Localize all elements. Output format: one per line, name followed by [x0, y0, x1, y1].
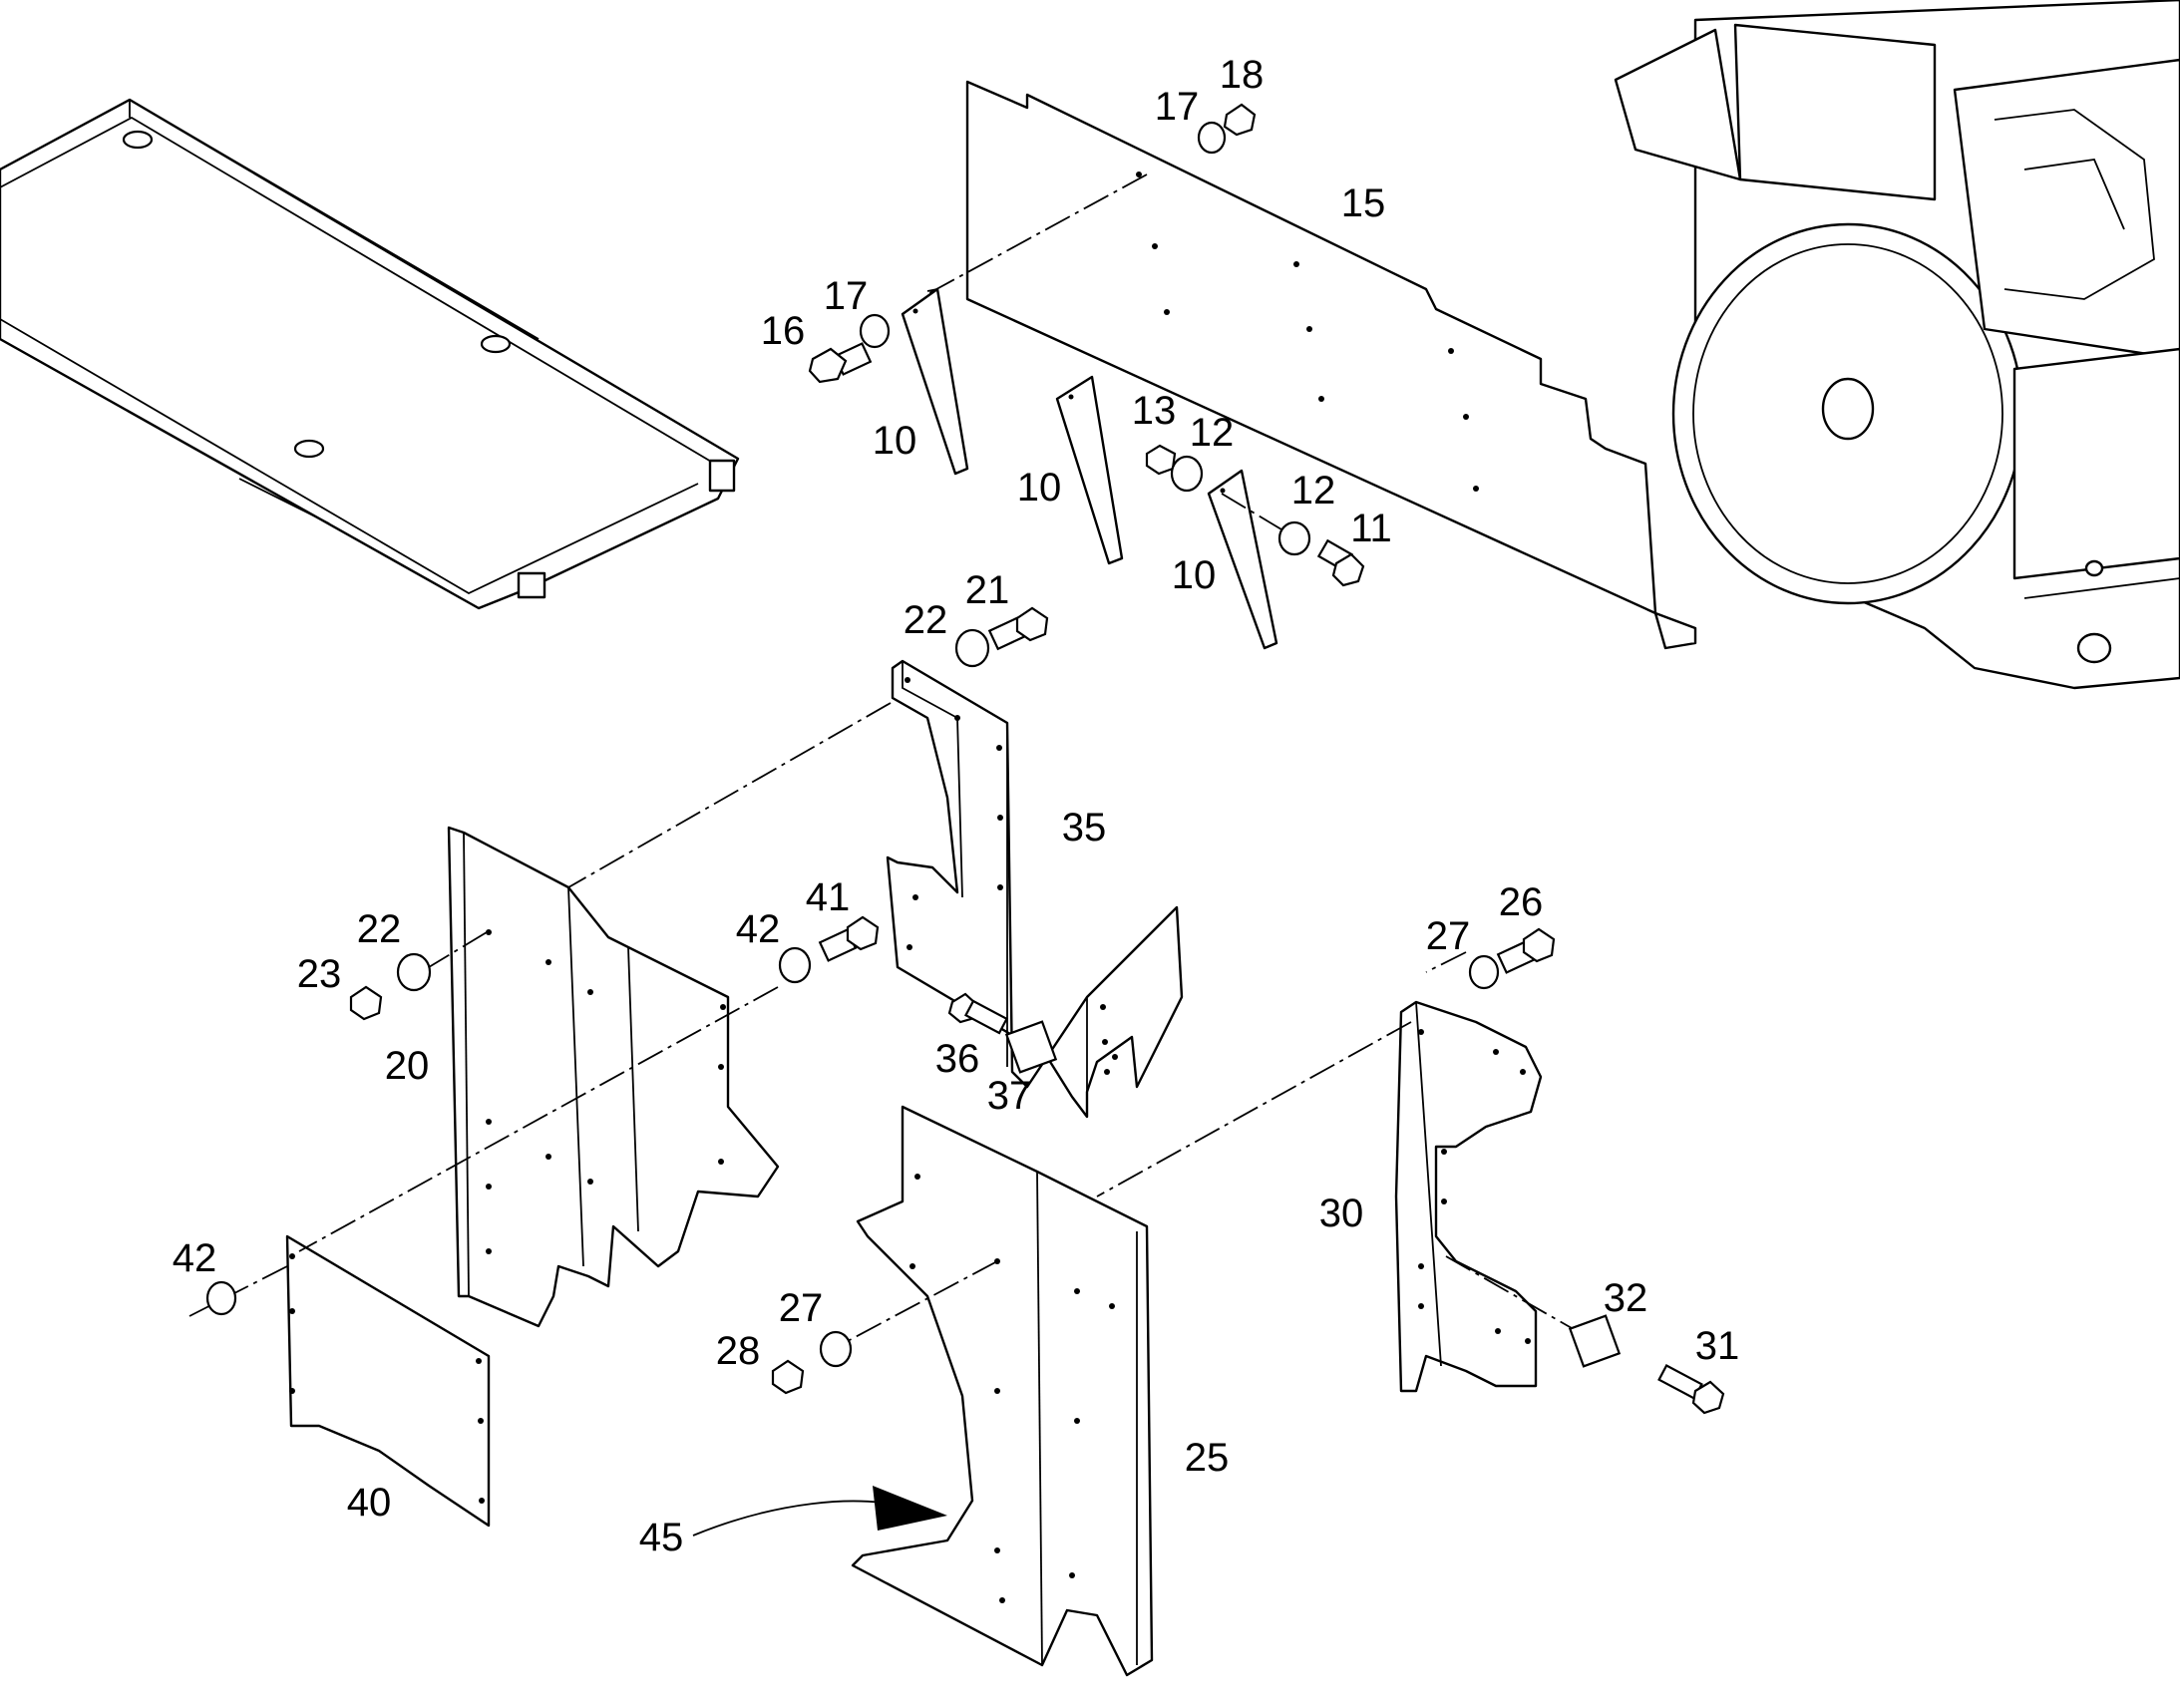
callout-10: 10 [1172, 553, 1217, 597]
bracket-30 [1394, 1000, 1543, 1393]
callout-10: 10 [1017, 466, 1062, 510]
callout-10: 10 [873, 419, 917, 463]
callout-20: 20 [385, 1044, 430, 1088]
callout-42: 42 [173, 1236, 217, 1280]
callout-16: 16 [761, 309, 806, 353]
panel-20 [447, 826, 780, 1328]
callout-23: 23 [297, 952, 342, 996]
callout-30: 30 [1319, 1192, 1364, 1235]
callout-37: 37 [987, 1074, 1032, 1118]
callout-18: 18 [1220, 53, 1265, 97]
callout-35: 35 [1062, 806, 1107, 850]
arrow-45 [692, 1486, 947, 1537]
callout-labels: 18 17 15 17 16 10 10 13 12 12 11 10 22 2… [173, 53, 1740, 1559]
callout-27: 27 [1426, 914, 1471, 958]
callout-31: 31 [1695, 1324, 1740, 1368]
callout-25: 25 [1185, 1436, 1230, 1480]
hardware-top [808, 103, 1365, 587]
callout-42: 42 [736, 907, 781, 951]
callout-12: 12 [1190, 411, 1235, 455]
callout-36: 36 [935, 1037, 980, 1081]
callout-45: 45 [639, 1516, 684, 1559]
top-cover-panel [0, 98, 740, 610]
bracket-10-right [1207, 469, 1278, 650]
bracket-10-middle [1055, 375, 1124, 565]
callout-32: 32 [1604, 1276, 1648, 1320]
callout-21: 21 [965, 568, 1010, 612]
callout-22: 22 [357, 907, 402, 951]
panel-15 [965, 80, 1697, 650]
callout-11: 11 [1350, 507, 1392, 550]
callout-17: 17 [1155, 85, 1200, 129]
callout-13: 13 [1132, 389, 1177, 433]
callout-28: 28 [716, 1329, 761, 1373]
assembly-centerlines [188, 173, 1587, 1342]
callout-40: 40 [347, 1481, 392, 1525]
panel-25 [851, 1105, 1154, 1677]
hardware-middle [349, 606, 1556, 1074]
engine-assembly [1614, 0, 2180, 690]
callout-15: 15 [1341, 181, 1386, 225]
callout-41: 41 [806, 875, 851, 919]
callout-27: 27 [779, 1286, 824, 1330]
callout-12: 12 [1291, 469, 1336, 512]
callout-17: 17 [824, 274, 869, 318]
panel-40 [285, 1234, 491, 1528]
hardware-bottom [205, 1280, 1725, 1415]
callout-26: 26 [1499, 880, 1544, 924]
callout-22: 22 [904, 598, 948, 642]
